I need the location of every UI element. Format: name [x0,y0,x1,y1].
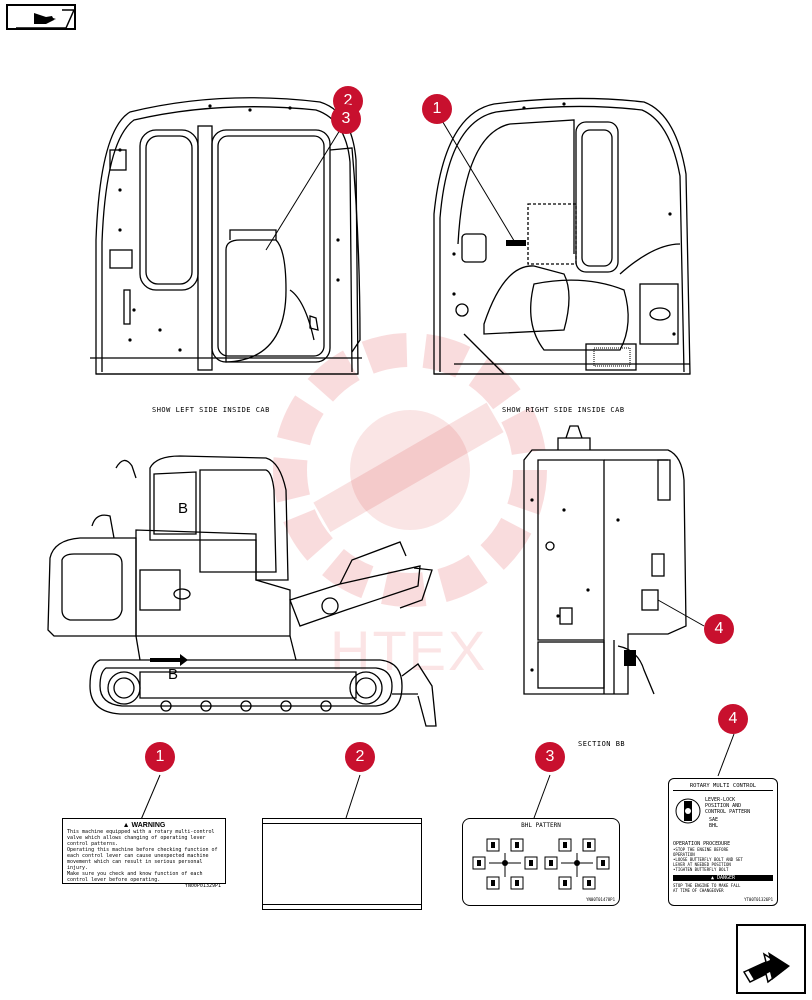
warning-code: YN00P01329P1 [184,883,221,889]
warning-line: Make sure you check and know function of… [67,871,203,877]
callout-1: 1 [422,94,452,124]
decal-blank-plate [262,818,422,910]
warning-line: valve which allows changing of operating… [67,835,206,841]
rotary-title: ROTARY MULTI CONTROL [673,783,773,791]
callout-3-bottom: 3 [535,742,565,772]
watermark-logo [250,300,570,630]
danger-line: STOP THE ENGINE TO MAKE FALL [673,883,741,888]
warning-line: control lever before operating. [67,877,161,883]
procedure-line: •LOOSE BUTTERFLY BOLT AND SET [673,857,743,862]
decal-rotary-multi-control: ROTARY MULTI CONTROL LEVER-LOCK POSITION… [668,778,778,906]
previous-page-button[interactable] [6,4,76,30]
lever-line: POSITION AND [705,803,742,809]
procedure-line: •TIGHTEN BUTTERFLY BOLT [673,867,729,872]
warning-line: control patterns. [67,841,119,847]
warning-title: ▲ WARNING [122,822,166,829]
caption-right-side: SHOW RIGHT SIDE INSIDE CAB [502,406,625,414]
procedure-title: OPERATION PROCEDURE [673,841,731,847]
excavator-side-drawing [47,455,437,727]
next-page-button[interactable] [736,924,806,994]
danger-line: AT TIME OF CHANGEOVER [673,888,724,893]
procedure-line: •STOP THE ENGINE BEFORE [673,847,729,852]
lever-line: CONTROL PATTERN [705,809,751,815]
danger-title: ▲ DANGER [673,875,773,881]
arrow-next-icon [742,952,790,984]
caption-section-bb: SECTION BB [578,740,626,748]
lever-lock-icon [675,798,701,824]
callout-4: 4 [704,614,734,644]
caption-left-side: SHOW LEFT SIDE INSIDE CAB [152,406,270,414]
lever-line: LEVER-LOCK [705,797,736,803]
warning-line: This machine equipped with a rotary mult… [67,829,215,835]
section-mark-upper: B [178,500,189,517]
mode-bhl: BHL [709,823,719,829]
procedure-line: OPERATION [673,852,695,857]
decal-warning: ▲ WARNING This machine equipped with a r… [62,818,226,889]
section-bb-drawing [523,425,705,695]
warning-triangle-icon: ▲ [122,822,130,829]
mode-sae: SAE [709,817,719,823]
decal-bhl-pattern: BHL PATTERN YN00T01478P1 [462,818,620,906]
warning-line: movement which can result in serious per… [67,859,203,871]
callout-3: 3 [331,104,361,134]
callout-4-bottom: 4 [718,704,748,734]
rotary-code: YT00T01326P1 [744,897,773,902]
warning-line: each control lever can cause unexpected … [67,853,209,859]
callout-1-bottom: 1 [145,742,175,772]
control-pattern-icon [472,838,610,890]
hand-pointer-icon [16,9,76,29]
bhl-code: YN00T01478P1 [586,897,615,902]
danger-triangle-icon: ▲ [710,875,714,881]
procedure-line: LEVER AT NEEDED POSITION [673,862,731,867]
warning-line: Operating this machine before checking f… [67,847,218,853]
cab-right-side-drawing [433,97,691,375]
section-mark-lower: B [168,666,179,683]
callout-2-bottom: 2 [345,742,375,772]
bhl-title: BHL PATTERN [521,822,561,829]
